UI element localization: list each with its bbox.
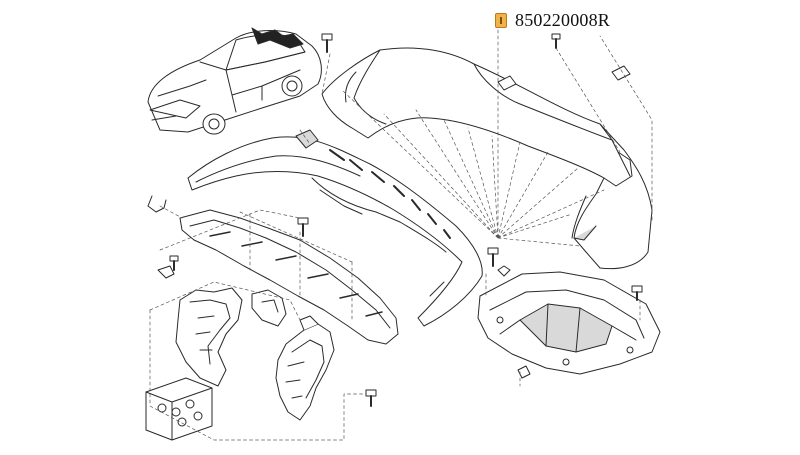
energy-absorber-icon <box>187 129 483 327</box>
screw-icon <box>169 33 643 407</box>
part-reference: 850220008R <box>495 9 610 31</box>
clip-icon <box>147 195 531 379</box>
undertray-icon <box>477 271 661 375</box>
bumper-cover-icon <box>321 47 653 270</box>
part-number: 850220008R <box>515 9 611 30</box>
bracket-left-icon <box>175 287 287 387</box>
bracket-right-icon <box>275 315 335 421</box>
info-marker-icon[interactable] <box>495 12 507 28</box>
support-beam-icon <box>179 209 399 345</box>
car-icon <box>147 27 322 135</box>
